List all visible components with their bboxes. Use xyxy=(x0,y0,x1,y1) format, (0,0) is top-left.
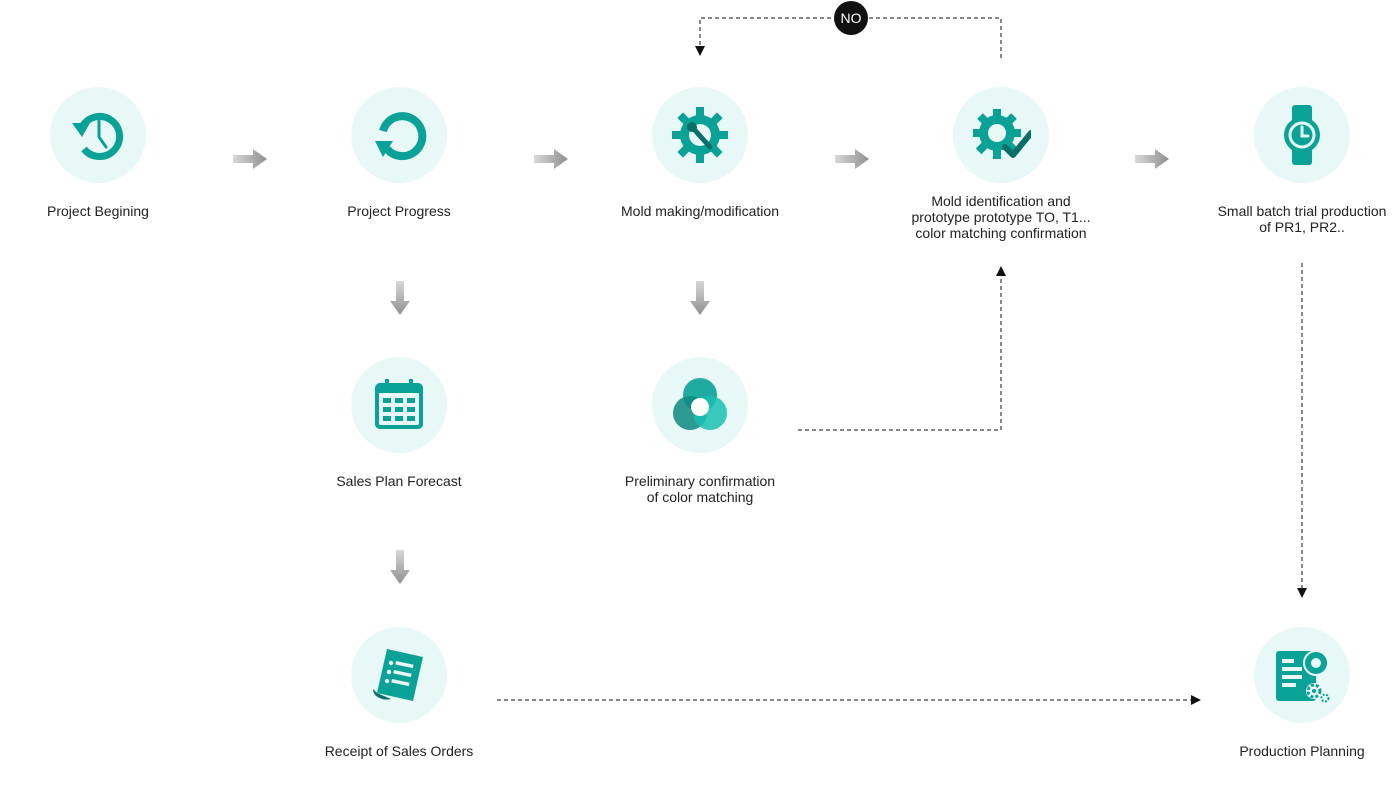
refresh-icon xyxy=(375,112,427,161)
arrow-right-icon xyxy=(233,149,267,169)
watch-icon xyxy=(1284,105,1320,165)
preliminary-color-line-1: Preliminary confirmation xyxy=(624,473,776,489)
sales-plan-label: Sales Plan Forecast xyxy=(336,473,462,489)
project-progress-node xyxy=(351,87,447,183)
arrow-down-icon xyxy=(390,550,410,584)
mold-making-node xyxy=(652,87,748,183)
small-batch-line-1: Small batch trial production xyxy=(1217,203,1387,219)
arrow-right-icon xyxy=(1135,149,1169,169)
preliminary-color-node xyxy=(652,357,748,453)
project-begining-node xyxy=(50,87,146,183)
project-begining-label: Project Begining xyxy=(47,203,149,219)
calendar-icon xyxy=(375,379,423,429)
mold-identification-node xyxy=(953,87,1049,183)
arrow-right-icon xyxy=(835,149,869,169)
clock-history-icon xyxy=(72,113,124,160)
production-planning-label: Production Planning xyxy=(1239,743,1365,759)
no-badge: NO xyxy=(834,1,868,35)
project-progress-label: Project Progress xyxy=(347,203,451,219)
preliminary-to-identification-line xyxy=(798,266,1006,431)
small-batch-label: Small batch trial production of PR1, PR2… xyxy=(1192,203,1400,235)
arrow-down-icon xyxy=(390,281,410,315)
production-planning-node xyxy=(1254,627,1350,723)
sales-plan-node xyxy=(351,357,447,453)
document-icon xyxy=(373,649,423,701)
preliminary-color-label: Preliminary confirmation of color matchi… xyxy=(590,473,810,505)
preliminary-color-line-2: of color matching xyxy=(646,489,754,505)
color-circles-icon xyxy=(673,378,727,430)
arrow-right-icon xyxy=(534,149,568,169)
small-batch-node xyxy=(1254,87,1350,183)
mold-identification-line-3: color matching confirmation xyxy=(915,225,1087,241)
mold-making-label: Mold making/modification xyxy=(621,203,779,219)
planning-icon xyxy=(1276,650,1330,703)
gear-check-icon xyxy=(973,109,1031,159)
small-batch-line-2: of PR1, PR2.. xyxy=(1259,219,1345,235)
gear-wrench-icon xyxy=(672,107,728,163)
mold-identification-line-1: Mold identification and xyxy=(931,193,1071,209)
receipt-orders-label: Receipt of Sales Orders xyxy=(324,743,474,759)
arrow-down-icon xyxy=(690,281,710,315)
mold-identification-line-2: prototype prototype TO, T1... xyxy=(911,209,1091,225)
mold-identification-label: Mold identification and prototype protot… xyxy=(891,193,1111,241)
receipt-orders-node xyxy=(351,627,447,723)
